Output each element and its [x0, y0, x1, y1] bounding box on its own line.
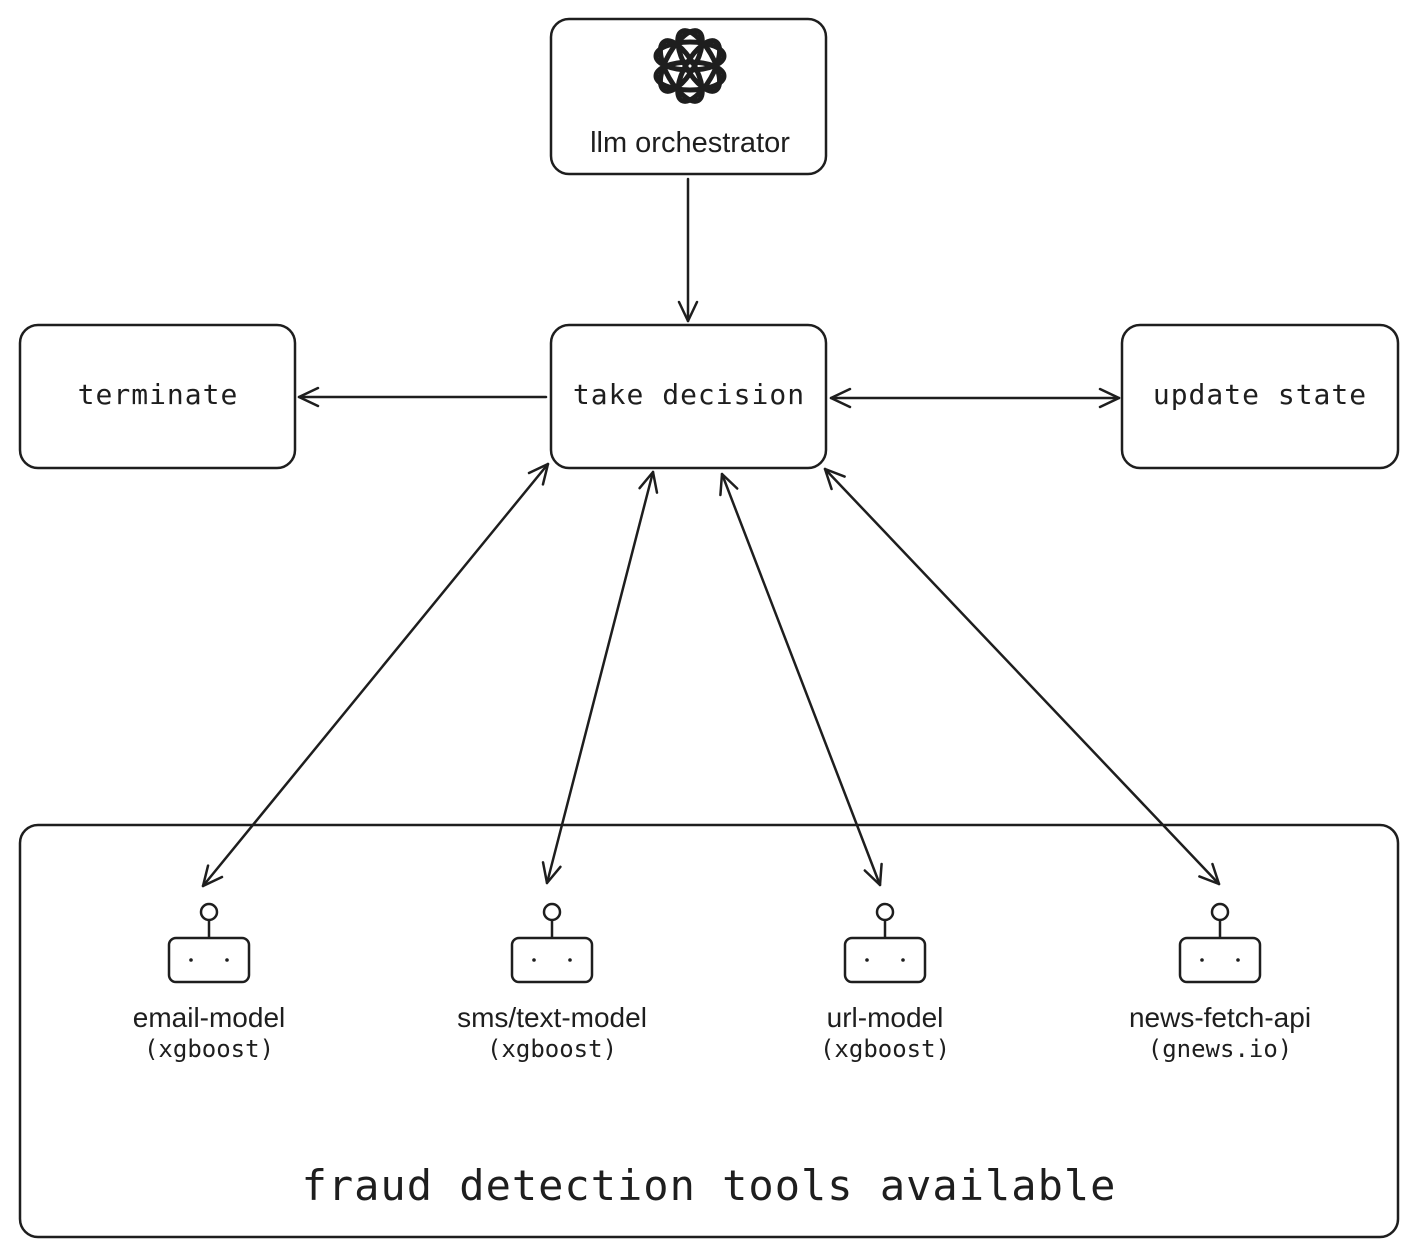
edge-decision-email-model	[201, 462, 550, 888]
tool-url-model[interactable]: url-model (xgboost)	[820, 902, 950, 1063]
edge-decision-sms-model	[541, 470, 659, 885]
tool-email-model-sub: (xgboost)	[144, 1035, 274, 1063]
tools-panel: fraud detection tools available	[18, 823, 1400, 1239]
node-terminate-box[interactable]	[18, 323, 297, 470]
tools-panel-title: fraud detection tools available	[302, 1161, 1117, 1210]
node-terminate[interactable]: terminate	[18, 323, 297, 470]
node-update-state-box[interactable]	[1120, 323, 1400, 470]
node-take-decision-box[interactable]	[549, 323, 828, 470]
tools-panel-border	[18, 823, 1400, 1239]
node-take-decision[interactable]: take decision	[549, 323, 828, 470]
tool-email-model[interactable]: email-model (xgboost)	[133, 902, 286, 1063]
node-take-decision-label: take decision	[573, 378, 805, 411]
robot-icon	[510, 902, 594, 984]
tool-news-fetch-api-name: news-fetch-api	[1129, 1002, 1311, 1033]
node-update-state[interactable]: update state	[1120, 323, 1400, 470]
openai-logo-icon	[653, 28, 727, 104]
tool-url-model-name: url-model	[827, 1002, 944, 1033]
node-llm-orchestrator[interactable]: llm orchestrator	[549, 17, 828, 176]
tool-news-fetch-api-sub: (gnews.io)	[1148, 1035, 1293, 1063]
edge-decision-news-api	[823, 467, 1221, 886]
tool-email-model-name: email-model	[133, 1002, 286, 1033]
tool-sms-text-model-sub: (xgboost)	[487, 1035, 617, 1063]
node-update-state-label: update state	[1153, 378, 1367, 411]
robot-icon	[1178, 902, 1262, 984]
tool-news-fetch-api[interactable]: news-fetch-api (gnews.io)	[1129, 902, 1311, 1063]
node-terminate-label: terminate	[78, 378, 239, 411]
edges	[201, 177, 1221, 888]
tool-url-model-sub: (xgboost)	[820, 1035, 950, 1063]
tool-sms-text-model-name: sms/text-model	[457, 1002, 647, 1033]
robot-icon	[167, 902, 251, 984]
tool-sms-text-model[interactable]: sms/text-model (xgboost)	[457, 902, 647, 1063]
robot-icon	[843, 902, 927, 984]
node-llm-orchestrator-label: llm orchestrator	[590, 127, 790, 159]
edge-decision-url-model	[719, 472, 883, 887]
